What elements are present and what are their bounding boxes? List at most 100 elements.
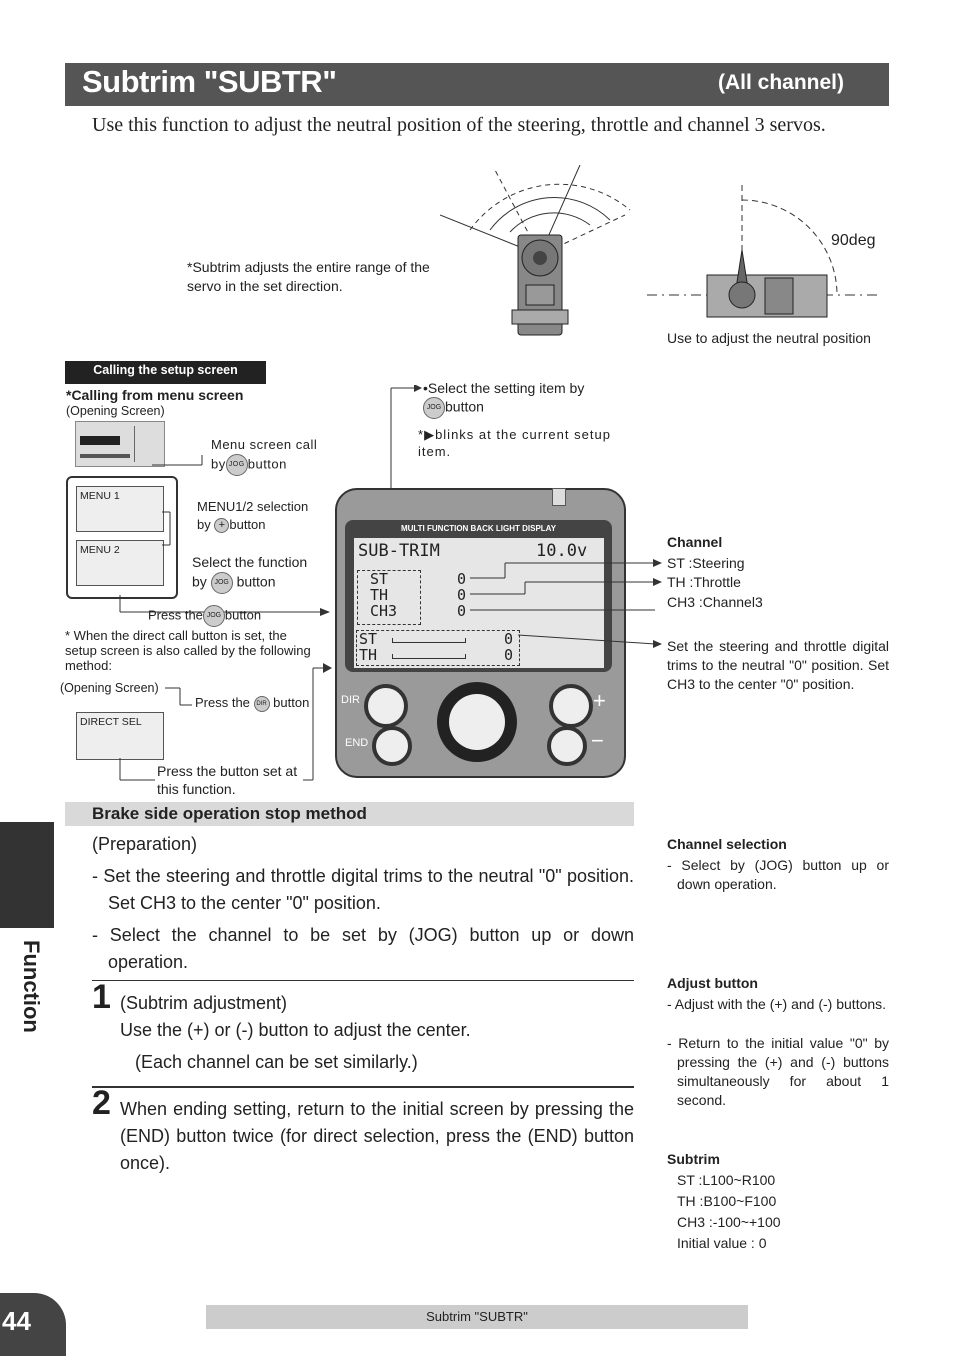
neutral-caption: Use to adjust the neutral position (667, 330, 871, 346)
menu1-label: MENU 1 (80, 490, 120, 502)
blinks-note: *▶blinks at the current setup item. (418, 427, 611, 459)
adjust-button-item-1: - Adjust with the (+) and (-) buttons. (667, 996, 887, 1012)
brake-bar (65, 802, 634, 826)
jog-icon: JOG (210, 572, 233, 594)
plus-button[interactable] (549, 684, 593, 728)
end-label: END (345, 737, 369, 749)
step1-line1: Use the (+) or (-) button to adjust the … (120, 1020, 471, 1040)
press-dir-note: Press the DIR button (195, 695, 310, 712)
cursor-arrow-icon: ▶ (424, 427, 436, 442)
menu1-box[interactable]: MENU 1 (76, 486, 164, 532)
lcd-voltage: 10.0v (536, 541, 588, 561)
lcd-row-th: TH (370, 586, 389, 604)
lcd-cursor-box (357, 570, 421, 625)
servo-note: *Subtrim adjusts the entire range of the… (187, 259, 430, 294)
footer-text: Subtrim "SUBTR" (426, 1309, 528, 1324)
adjust-button-item-2: - Return to the initial value "0" by pre… (667, 1035, 889, 1108)
opening-screen-label-2: (Opening Screen) (60, 681, 159, 695)
set-trims-note: Set the steering and throttle digital tr… (667, 638, 889, 692)
plus-icon: + (214, 518, 230, 534)
lcd-trim-st-value: 0 (504, 630, 514, 648)
setup-tag: Calling the setup screen (65, 361, 266, 384)
brake-bullet-1: - Set the steering and throttle digital … (92, 866, 634, 913)
channel-selection-title: Channel selection (667, 836, 787, 852)
dir-icon: DIR (253, 695, 270, 712)
dir-button[interactable] (364, 684, 408, 728)
channel-title: Channel (667, 534, 723, 550)
lcd-trim-st: ST (359, 630, 378, 648)
adjust-button-title: Adjust button (667, 975, 758, 991)
select-function-note: Select the function by JOG button (192, 553, 307, 594)
subtrim-th: TH :B100~F100 (677, 1193, 777, 1209)
channel-selection-text: - Select by (JOG) button up or down oper… (667, 857, 889, 892)
divider (92, 980, 634, 981)
lcd-trim-th-value: 0 (504, 646, 514, 664)
brake-prep: (Preparation) (92, 834, 198, 854)
brake-bullet-2: - Select the channel to be set by (JOG) … (92, 925, 634, 972)
lcd-trim-st-bar (392, 638, 466, 643)
lcd-trim-th-bar (392, 654, 466, 659)
jog-icon: JOG (202, 605, 225, 627)
lcd-row-ch3: CH3 (370, 602, 398, 620)
minus-button[interactable] (547, 726, 587, 766)
step2-text: When ending setting, return to the initi… (120, 1099, 634, 1173)
lcd-trim-th: TH (359, 646, 378, 664)
jog-icon: JOG (423, 397, 445, 419)
select-item-line (390, 385, 422, 493)
subtrim-ch3: CH3 :-100~+100 (677, 1214, 781, 1230)
intro-text: Use this function to adjust the neutral … (92, 114, 826, 136)
channel-st: ST :Steering (667, 555, 745, 571)
press-button-set-note: Press the button set at this function. (157, 763, 298, 797)
menu-select-note: MENU1/2 selection by +button (197, 499, 309, 534)
lcd-value-st: 0 (457, 570, 467, 588)
jog-button[interactable] (449, 694, 505, 750)
subtrim-st: ST :L100~R100 (677, 1172, 776, 1188)
lcd-value-th: 0 (457, 586, 467, 604)
minus-label-icon: − (591, 728, 604, 753)
brake-title: Brake side operation stop method (92, 804, 367, 823)
opening-screen-label: (Opening Screen) (66, 404, 165, 418)
dir-label: DIR (341, 694, 360, 706)
channel-th: TH :Throttle (667, 574, 741, 590)
page-subtitle: (All channel) (718, 71, 845, 94)
step1-number: 1 (92, 978, 111, 1016)
plus-label-icon: + (593, 688, 606, 713)
step1-heading: (Subtrim adjustment) (120, 993, 288, 1013)
lcd-menu-bar: MULTI FUNCTION BACK LIGHT DISPLAY (400, 524, 557, 533)
menu2-box[interactable]: MENU 2 (76, 540, 164, 586)
step2-number: 2 (92, 1084, 111, 1122)
servo-neutral-illustration (647, 185, 880, 318)
page-title: Subtrim "SUBTR" (82, 64, 337, 99)
lcd-row-st: ST (370, 570, 389, 588)
page-number-tab (0, 1293, 66, 1356)
servo-range-illustration (440, 164, 631, 336)
jog-icon: JOG (225, 454, 248, 476)
divider (92, 1086, 634, 1088)
channel-ch3: CH3 :Channel3 (667, 594, 763, 610)
calling-menu-heading: *Calling from menu screen (66, 387, 244, 403)
subtrim-title: Subtrim (667, 1151, 720, 1167)
side-tab (0, 822, 54, 928)
opening-screen-thumbnail (75, 421, 165, 467)
end-button[interactable] (372, 726, 412, 766)
lcd-screen: SUB-TRIM 10.0v ST TH CH3 0 0 0 ST TH 0 0 (354, 538, 604, 668)
subtrim-initial: Initial value : 0 (677, 1235, 767, 1251)
led-indicator (552, 488, 566, 506)
lcd-trim-box (356, 630, 520, 666)
deg-label: 90deg (831, 232, 876, 249)
direct-sel-label: DIRECT SEL (80, 716, 142, 728)
lcd-value-ch3: 0 (457, 602, 467, 620)
header-bar (65, 63, 889, 106)
channel-pointer-lines (470, 559, 662, 648)
lcd-title: SUB-TRIM (358, 541, 440, 561)
page-number: 44 (2, 1306, 31, 1336)
side-tab-label: Function (19, 940, 44, 1033)
menu-group (66, 476, 178, 599)
direct-sel-box[interactable]: DIRECT SEL (76, 712, 164, 760)
footer-bar (206, 1305, 748, 1329)
direct-call-note: * When the direct call button is set, th… (65, 628, 311, 673)
menu2-label: MENU 2 (80, 544, 120, 556)
